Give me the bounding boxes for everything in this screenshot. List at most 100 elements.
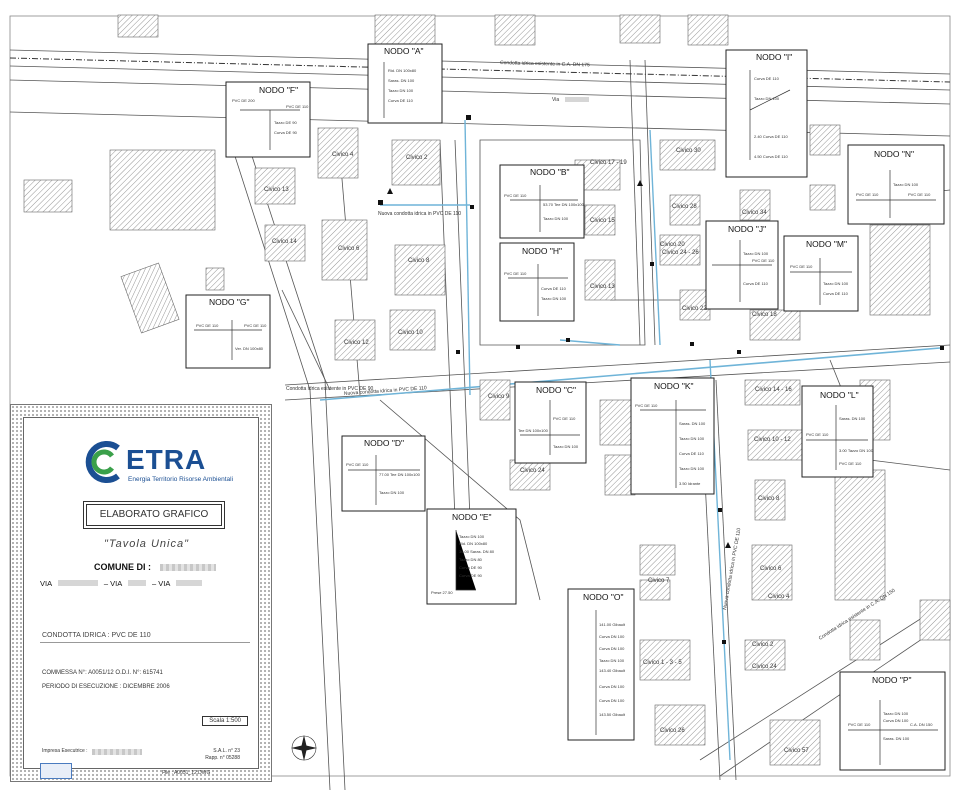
svg-text:Civico 10: Civico 10 (398, 330, 423, 336)
node-I: NODO "I" Curva DE 110 Tazzo DN 100 2.40 … (725, 49, 808, 178)
svg-text:Nuova condotta idrica in PVC D: Nuova condotta idrica in PVC DE 110 (378, 211, 461, 217)
svg-text:NODO "K": NODO "K" (654, 381, 694, 391)
svg-text:PVC DE 110: PVC DE 110 (346, 462, 369, 467)
svg-text:Civico 22: Civico 22 (682, 306, 707, 312)
svg-text:4.50 Curva DE 110: 4.50 Curva DE 110 (754, 154, 788, 159)
node-L: NODO "L" PVC DE 110 Saras. DN 100 3.00 T… (801, 385, 874, 478)
svg-text:77.00 Tee DN 100x100: 77.00 Tee DN 100x100 (379, 472, 421, 477)
svg-text:Condotta idrica esistente in P: Condotta idrica esistente in PVC DE 90 (286, 386, 373, 392)
node-F: NODO "F" PVC DE 200 Tazzo DE 90 PVC DE 1… (225, 81, 311, 158)
svg-text:Tazzo DN 100: Tazzo DN 100 (541, 296, 567, 301)
svg-text:Tazzo DN 100: Tazzo DN 100 (379, 490, 405, 495)
svg-text:Civico 9: Civico 9 (488, 394, 510, 400)
node-B: NODO "B" PVC DE 110 53.70 Tee DN 100x100… (499, 164, 585, 239)
svg-text:Civico 10 - 12: Civico 10 - 12 (754, 437, 791, 443)
svg-text:Civico 57: Civico 57 (784, 748, 809, 754)
tavola-label: "Tavola Unica" (104, 538, 189, 550)
svg-text:Civico 26: Civico 26 (660, 728, 685, 734)
svg-text:Civico 24: Civico 24 (520, 468, 545, 474)
elaborato-label: ELABORATO GRAFICO (86, 504, 222, 526)
svg-text:36.00 Saras. DN 80: 36.00 Saras. DN 80 (459, 549, 495, 554)
svg-text:Rid. DN 100x80: Rid. DN 100x80 (459, 541, 488, 546)
svg-text:Civico 13: Civico 13 (264, 187, 289, 193)
svg-text:Civico 4: Civico 4 (332, 152, 354, 158)
sal-label: S.A.L. n° 23 (213, 748, 240, 754)
svg-text:2.40 Curva DE 110: 2.40 Curva DE 110 (754, 134, 788, 139)
svg-text:Curva DN 100: Curva DN 100 (599, 698, 625, 703)
svg-text:Curva DN 100: Curva DN 100 (599, 684, 625, 689)
svg-text:Curva DE 110: Curva DE 110 (743, 281, 769, 286)
svg-text:Curva DN 100: Curva DN 100 (883, 718, 909, 723)
etra-logo-text: ETRA (126, 444, 207, 475)
svg-text:PVC DE 110: PVC DE 110 (806, 432, 829, 437)
via-row: VIA – VIA – VIA (40, 579, 206, 588)
node-J: NODO "J" Tazzo DN 100 PVC DE 110 Curva D… (705, 220, 779, 310)
svg-text:NODO "P": NODO "P" (872, 675, 912, 685)
redacted-via-2 (127, 580, 146, 586)
civic-labels: Civico 2 Civico 4 Civico 6 Civico 8 Civi… (264, 148, 809, 754)
svg-text:NODO "C": NODO "C" (536, 385, 576, 395)
svg-text:Curva DE 110: Curva DE 110 (823, 291, 849, 296)
redacted-via-1 (57, 580, 98, 586)
svg-text:Civico 14: Civico 14 (272, 239, 297, 245)
svg-text:NODO "L": NODO "L" (820, 390, 859, 400)
svg-text:Civico 30: Civico 30 (676, 148, 701, 154)
svg-text:Civico 34: Civico 34 (742, 210, 767, 216)
svg-text:PVC DE 110: PVC DE 110 (196, 323, 219, 328)
svg-text:NODO "I": NODO "I" (756, 52, 792, 62)
etra-logo-icon (85, 441, 120, 483)
svg-text:Civico 2: Civico 2 (406, 155, 428, 161)
svg-text:Tazzo DE 90: Tazzo DE 90 (274, 120, 297, 125)
svg-text:Curva DE 90: Curva DE 90 (459, 565, 483, 570)
svg-text:Tazzo DN 100: Tazzo DN 100 (743, 251, 769, 256)
commessa-label: COMMESSA N°: A0051/12 O.D.I. N°: 615741 (42, 670, 163, 676)
svg-text:Civico 1 - 3 - 5: Civico 1 - 3 - 5 (643, 660, 682, 666)
svg-text:Civico 8: Civico 8 (758, 496, 780, 502)
svg-text:Saras. DN 100: Saras. DN 100 (883, 736, 910, 741)
redacted-comune (160, 564, 216, 571)
svg-text:Tazzo DN 100: Tazzo DN 100 (679, 436, 705, 441)
impresa-logo-icon (40, 763, 72, 779)
svg-text:Civico 8: Civico 8 (408, 258, 430, 264)
svg-text:PVC DE 110: PVC DE 110 (790, 264, 813, 269)
svg-text:NODO "B": NODO "B" (530, 167, 570, 177)
svg-text:Civico 4: Civico 4 (768, 594, 790, 600)
compass-rose-icon (291, 735, 317, 761)
via-1-label: VIA (40, 579, 52, 588)
svg-text:PVC DE 110: PVC DE 110 (504, 193, 527, 198)
svg-text:Prese 27.50: Prese 27.50 (431, 590, 453, 595)
svg-text:Civico 7: Civico 7 (648, 578, 670, 584)
node-D: NODO "D" PVC DE 110 77.00 Tee DN 100x100… (341, 435, 426, 512)
title-block: ETRA Energia Territorio Risorse Ambienta… (10, 404, 272, 782)
svg-text:NODO "O": NODO "O" (583, 592, 624, 602)
fitting-markers (378, 115, 944, 644)
svg-text:NODO "N": NODO "N" (874, 149, 914, 159)
svg-text:Curva DN 100: Curva DN 100 (599, 634, 625, 639)
svg-text:3.50 Idrante: 3.50 Idrante (679, 481, 701, 486)
svg-text:Tazzo DN 100: Tazzo DN 100 (459, 534, 485, 539)
svg-text:Tazzo DN 80: Tazzo DN 80 (459, 557, 483, 562)
svg-text:Condotta idrica esistente in C: Condotta idrica esistente in C.A. DN 175 (500, 60, 590, 68)
svg-text:Civico 17 - 19: Civico 17 - 19 (590, 160, 627, 166)
node-G: NODO "G" PVC DE 110 Ver. DN 100x80 PVC D… (185, 294, 271, 369)
svg-text:NODO "E": NODO "E" (452, 512, 492, 522)
svg-text:Saras. DN 100: Saras. DN 100 (388, 78, 415, 83)
svg-text:Civico 24 - 26: Civico 24 - 26 (662, 250, 699, 256)
svg-text:PVC DE 110: PVC DE 110 (244, 323, 267, 328)
condotta-label: CONDOTTA IDRICA : PVC DE 110 (42, 632, 151, 639)
svg-text:3.00 Tazzo DN 100: 3.00 Tazzo DN 100 (839, 448, 874, 453)
svg-text:C.A. DN 150: C.A. DN 150 (910, 722, 933, 727)
svg-text:Curva DN 100: Curva DN 100 (599, 646, 625, 651)
svg-text:Civico 20: Civico 20 (660, 242, 685, 248)
node-K: NODO "K" PVC DE 110 Saras. DN 100 Tazzo … (630, 377, 715, 495)
svg-text:Tazzo DN 100: Tazzo DN 100 (543, 216, 569, 221)
node-A: NODO "A" Rid. DN 100x80 Saras. DN 100 Ta… (367, 43, 443, 124)
svg-text:PVC DE 110: PVC DE 110 (839, 461, 862, 466)
svg-text:Civico 24: Civico 24 (752, 664, 777, 670)
svg-text:PVC DE 110: PVC DE 110 (848, 722, 871, 727)
impresa-label: Impresa Esecutrice : (42, 748, 88, 754)
svg-text:Via: Via (552, 97, 559, 103)
node-O: NODO "O" 141.00 Gibault Curva DN 100 Cur… (567, 588, 635, 741)
svg-text:PVC DE 110: PVC DE 110 (504, 271, 527, 276)
